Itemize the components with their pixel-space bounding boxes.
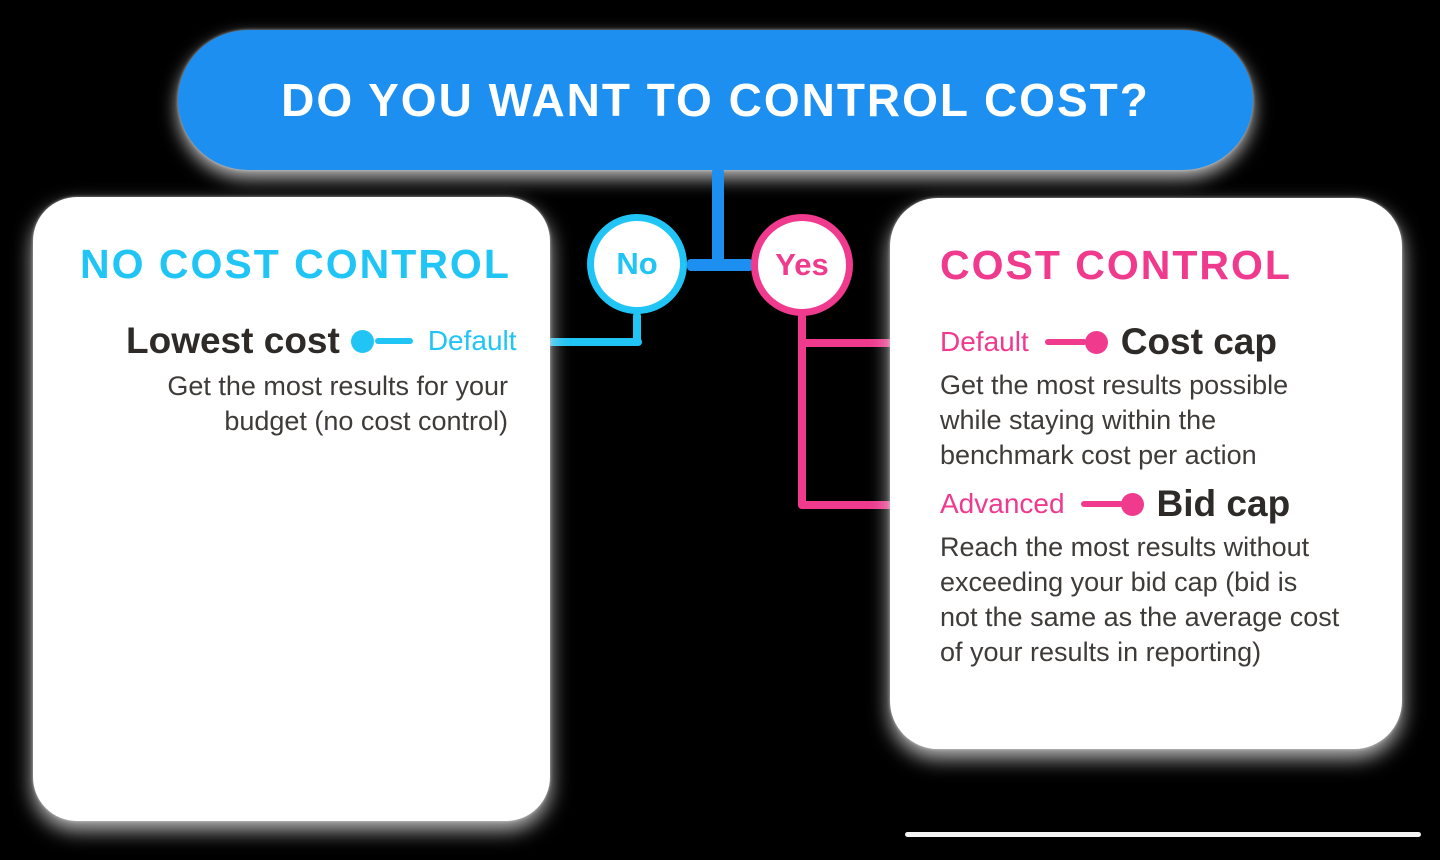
cost-cap-bullet-dot: [1084, 330, 1108, 354]
connector-no-horizontal: [516, 338, 642, 346]
yes-branch-circle: Yes: [751, 214, 853, 316]
bid-cap-row: Advanced Bid cap: [940, 481, 1290, 527]
connector-stem-horizontal: [687, 259, 753, 271]
lowest-cost-row: Lowest cost Default: [126, 318, 517, 364]
bid-cap-bullet-dot: [1120, 492, 1144, 516]
cost-cap-tag: Default: [940, 326, 1029, 357]
lowest-cost-dash-line: [374, 338, 413, 344]
lowest-cost-bullet-dot: [350, 329, 374, 353]
no-cost-control-card: NO COST CONTROL Lowest cost Default Get …: [33, 197, 550, 821]
no-branch-label: No: [616, 246, 658, 281]
decision-question-text: DO YOU WANT TO CONTROL COST?: [281, 74, 1150, 126]
connector-stem-vertical: [712, 168, 724, 266]
bid-cap-name: Bid cap: [1156, 483, 1291, 524]
cost-cap-description: Get the most results possible while stay…: [940, 370, 1289, 470]
connector-yes-to-costcap: [798, 339, 932, 347]
cost-cap-row: Default Cost cap: [940, 319, 1277, 365]
decision-question-pill: DO YOU WANT TO CONTROL COST?: [178, 30, 1253, 170]
bottom-cutoff-card-edge: [905, 832, 1421, 837]
lowest-cost-name: Lowest cost: [126, 320, 340, 361]
cost-control-card: COST CONTROL Default Cost cap Get the mo…: [890, 198, 1402, 749]
lowest-cost-description: Get the most results for your budget (no…: [167, 371, 508, 436]
lowest-cost-tag: Default: [427, 325, 517, 356]
bid-cap-description: Reach the most results without exceeding…: [940, 532, 1340, 667]
no-branch-circle: No: [587, 214, 687, 314]
cost-control-title: COST CONTROL: [940, 242, 1292, 288]
connector-no-vertical: [633, 312, 641, 346]
cost-cap-name: Cost cap: [1120, 321, 1277, 362]
yes-branch-label: Yes: [775, 247, 829, 282]
bid-cap-dash-line: [1080, 501, 1123, 507]
connector-yes-to-bidcap: [798, 501, 932, 509]
connector-yes-vertical: [798, 313, 806, 509]
no-cost-control-title: NO COST CONTROL: [80, 241, 511, 287]
bid-cap-tag: Advanced: [940, 488, 1065, 519]
cost-cap-dash-line: [1044, 339, 1087, 345]
